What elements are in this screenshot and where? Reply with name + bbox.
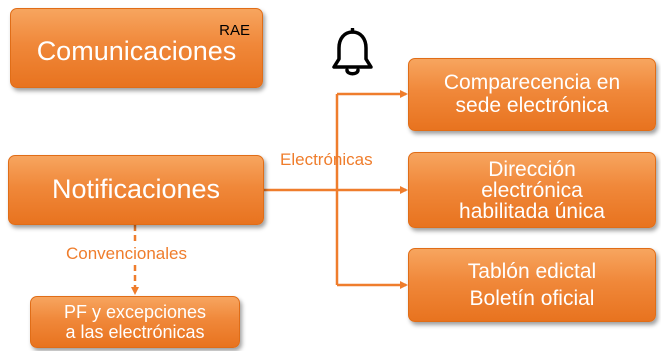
direccion-box: Dirección electrónica habilitada única [408, 152, 656, 228]
comunicaciones-badge: RAE [219, 22, 250, 39]
comunicaciones-box: RAE Comunicaciones [10, 8, 263, 88]
direccion-line-2: electrónica [481, 178, 583, 202]
direccion-line-3: habilitada única [459, 199, 605, 223]
pf-line-2: a las electrónicas [65, 322, 205, 342]
tablon-line-1: Tablón edictal [467, 259, 597, 283]
notificaciones-title: Notificaciones [51, 174, 221, 205]
comparecencia-line-2: sede electrónica [455, 93, 609, 117]
tablon-box: Tablón edictal Boletín oficial [408, 248, 656, 322]
comparecencia-box: Comparecencia en sede electrónica [408, 58, 656, 131]
comparecencia-line-1: Comparecencia en [443, 70, 621, 94]
direccion-line-1: Dirección [488, 157, 576, 181]
edge-label-convencionales: Convencionales [64, 244, 189, 264]
comunicaciones-title: Comunicaciones [36, 36, 237, 67]
tablon-line-2: Boletín oficial [469, 287, 595, 310]
notificaciones-box: Notificaciones [8, 155, 264, 225]
bell-icon [330, 27, 375, 80]
pf-line-1: PF y excepciones [63, 301, 207, 322]
edge-label-electronicas: Electrónicas [280, 150, 373, 169]
pf-box: PF y excepciones a las electrónicas [30, 296, 240, 348]
